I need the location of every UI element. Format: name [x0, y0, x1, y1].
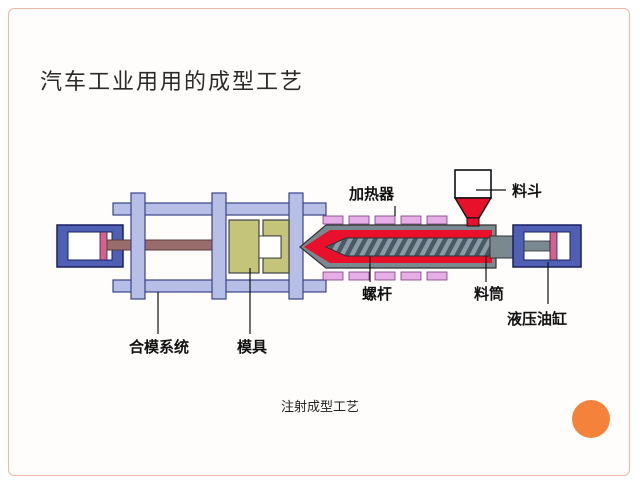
label-barrel: 料筒 — [474, 285, 504, 303]
label-clamping-system: 合模系统 — [128, 338, 189, 356]
platen-left — [130, 192, 146, 300]
orange-circle-icon[interactable] — [572, 400, 610, 438]
label-heater: 加热器 — [348, 185, 395, 203]
clamp-rod — [106, 239, 226, 251]
mold — [228, 219, 290, 274]
hydraulic-cylinder — [512, 224, 582, 268]
label-screw: 螺杆 — [362, 285, 392, 303]
screw-coupling — [489, 235, 515, 259]
hopper — [453, 169, 493, 227]
platen-moving — [211, 192, 227, 300]
screw — [324, 237, 491, 257]
heater-bands — [322, 215, 448, 281]
slide-title: 汽车工业用用的成型工艺 — [40, 70, 305, 95]
label-hopper: 料斗 — [512, 182, 542, 200]
label-hydraulic-cylinder: 液压油缸 — [507, 310, 567, 328]
caption: 注射成型工艺 — [280, 400, 359, 415]
label-mold: 模具 — [237, 338, 267, 356]
leader-lines — [157, 189, 549, 334]
